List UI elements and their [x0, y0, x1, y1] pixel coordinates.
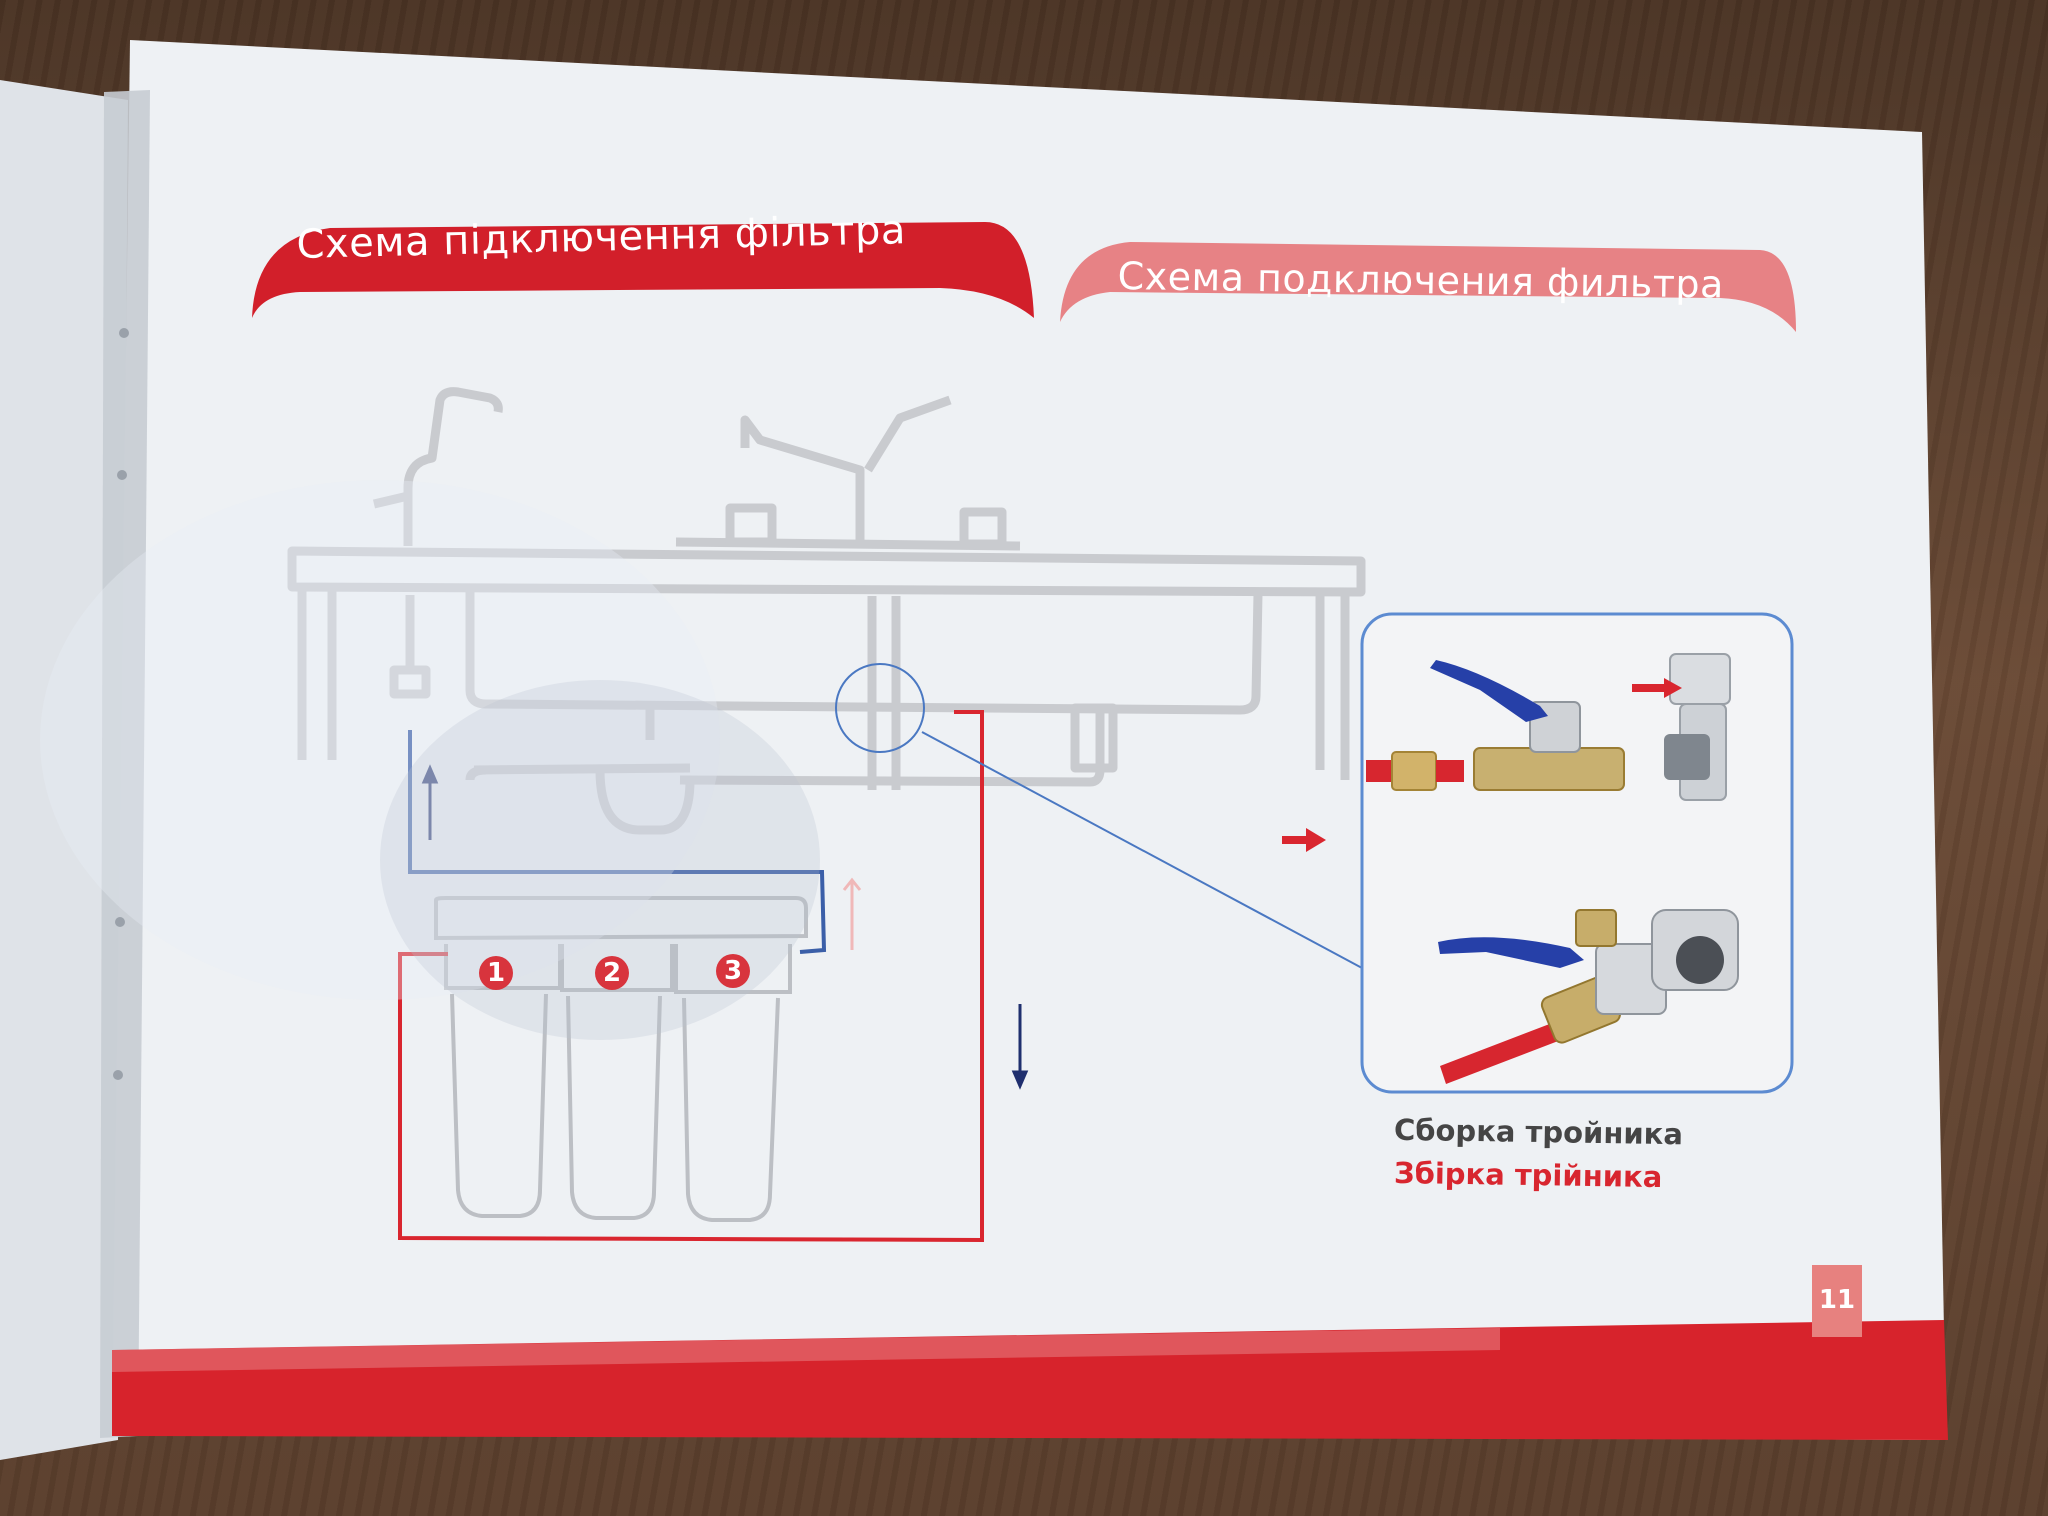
filter-stage-badge-1: 1: [479, 956, 513, 990]
caption-ukrainian: Збірка трійника: [1393, 1155, 1663, 1195]
tee-assembly-photo-top: [1366, 653, 1731, 801]
binding-hole: [113, 1070, 123, 1080]
page-title-russian: Схема подключения фильтра: [1117, 254, 1725, 307]
detail-magnifier: [835, 663, 925, 753]
detail-leader-line: [921, 731, 1363, 969]
arrow-right-icon: [1282, 828, 1326, 852]
page-number: 11: [1812, 1265, 1862, 1337]
binding-hole: [119, 328, 129, 338]
tee-assembly-photo-bottom: [1438, 909, 1739, 1084]
sink-diagram: [287, 387, 1366, 835]
filter-unit: [434, 896, 808, 1222]
blue-pipe: [408, 730, 827, 954]
binding-hole: [117, 470, 127, 480]
title-tab-russian: [1060, 242, 1796, 332]
filter-stage-badge-3: 3: [716, 954, 750, 988]
spine-shadow: [100, 90, 150, 1438]
caption-russian: Сборка тройника: [1393, 1112, 1684, 1152]
filter-stage-badge-2: 2: [595, 956, 629, 990]
left-page: [0, 80, 128, 1460]
hand-shadow: [380, 680, 820, 1040]
photo-glare: [40, 480, 720, 1000]
arrow-up-icon: [421, 764, 439, 840]
title-tab-ukrainian: [252, 222, 1034, 318]
faint-flow-arrow: [842, 877, 862, 950]
arrow-down-icon: [1011, 1004, 1029, 1090]
bottom-red-band-light: [112, 1328, 1500, 1372]
binding-hole: [115, 917, 125, 927]
red-pipe: [398, 710, 984, 1243]
